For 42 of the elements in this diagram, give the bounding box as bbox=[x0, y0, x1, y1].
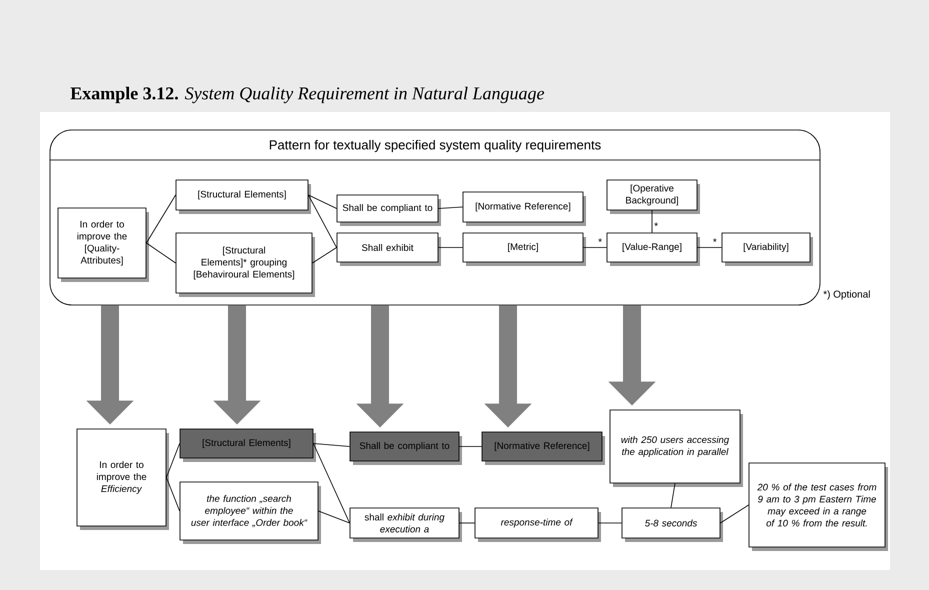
text-box: [Normative Reference] bbox=[462, 192, 586, 226]
text-box: In order to improve the Efficiency bbox=[76, 428, 169, 530]
connector-line bbox=[438, 247, 463, 248]
shaded-text-box: Shall be compliant to bbox=[350, 432, 462, 465]
text-box: the function „search employee“ within the user interface „Order book“ bbox=[180, 482, 321, 544]
text-box: [Structural Elements] bbox=[176, 180, 311, 214]
text-box: [Metric] bbox=[462, 232, 586, 266]
connector-line bbox=[146, 194, 176, 244]
edge-label: * bbox=[654, 222, 658, 226]
connector-line bbox=[720, 504, 749, 524]
connector-line bbox=[670, 483, 676, 508]
text-box: response-time of bbox=[474, 508, 601, 542]
connector-line bbox=[308, 194, 337, 248]
connector-line bbox=[459, 522, 475, 524]
connector-line bbox=[438, 206, 463, 209]
connector-line bbox=[308, 194, 337, 209]
text-box: 5-8 seconds bbox=[622, 508, 723, 542]
note: *) Optional bbox=[823, 290, 870, 300]
text-box: [Variability] bbox=[722, 232, 813, 266]
connector-line bbox=[313, 443, 350, 447]
connector-line bbox=[583, 247, 607, 248]
text-box: In order to improve the [Quality-Attributes] bbox=[58, 208, 149, 282]
connector-line bbox=[313, 443, 350, 524]
text-box: Shall exhibit bbox=[336, 232, 441, 266]
connector-line bbox=[312, 247, 337, 264]
text-box: Shall be compliant to bbox=[336, 194, 441, 226]
text-box: [Operative Background] bbox=[606, 180, 700, 214]
connector-line bbox=[318, 510, 350, 524]
text-box: [Value-Range] bbox=[606, 232, 700, 266]
connector-line bbox=[598, 522, 622, 524]
text-box: [Structural Elements]* grouping [Behaviroural Elements] bbox=[176, 232, 315, 297]
connector-line bbox=[459, 446, 482, 447]
edge-label: * bbox=[598, 238, 602, 242]
text-box: with 250 users accessing the application in parallel bbox=[610, 410, 743, 487]
connector-line bbox=[697, 247, 722, 248]
connector-line bbox=[146, 242, 176, 264]
heading: Example 3.12. System Quality Requirement in Natural Language bbox=[70, 86, 544, 104]
text-box: 20 % of the test cases from 9 am to 3 pm Eastern Time may exceed in a range of 10 % from the result. bbox=[748, 462, 888, 551]
shaded-text-box: [Normative Reference] bbox=[482, 432, 605, 465]
text-box: shall exhibit during execution a bbox=[350, 508, 462, 542]
shaded-text-box: [Structural Elements] bbox=[180, 428, 316, 462]
edge-label: * bbox=[713, 238, 717, 242]
